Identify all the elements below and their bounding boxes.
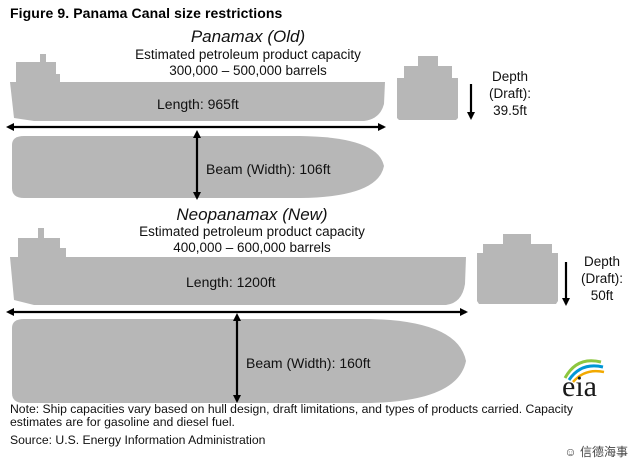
neopanamax-depth-line2: (Draft): bbox=[581, 271, 623, 286]
panamax-superstructure bbox=[16, 54, 56, 82]
panamax-depth-line2: (Draft): bbox=[489, 86, 531, 101]
neopanamax-top-plan bbox=[12, 319, 466, 403]
neopanamax-capacity-line1: Estimated petroleum product capacity bbox=[139, 224, 365, 239]
eia-logo-arc-green bbox=[563, 359, 602, 379]
neopanamax-capacity: Estimated petroleum product capacity 400… bbox=[102, 224, 402, 256]
eia-logo-arc-gold bbox=[572, 369, 605, 383]
panamax-capacity-line2: 300,000 – 500,000 barrels bbox=[169, 63, 327, 78]
neopanamax-front-hull bbox=[477, 253, 558, 304]
neopanamax-depth-label: Depth (Draft): 50ft bbox=[570, 253, 634, 304]
wechat-icon: ☺ bbox=[564, 445, 577, 459]
panamax-depth-label: Depth (Draft): 39.5ft bbox=[478, 68, 542, 119]
footnote: Note: Ship capacities vary based on hull… bbox=[10, 402, 573, 430]
eia-logo-text: eia bbox=[562, 370, 597, 403]
neopanamax-title: Neopanamax (New) bbox=[176, 205, 328, 224]
panamax-beam-label: Beam (Width): 106ft bbox=[206, 161, 331, 177]
panamax-front-bridge bbox=[404, 56, 452, 78]
panamax-front-hull bbox=[397, 78, 458, 120]
panamax-title: Panamax (Old) bbox=[190, 27, 306, 46]
panamax-depth-line3: 39.5ft bbox=[493, 103, 527, 118]
watermark-text: 信德海事 bbox=[579, 445, 628, 459]
neopanamax-superstructure bbox=[18, 228, 60, 257]
neopanamax-front-bridge bbox=[483, 234, 552, 253]
neopanamax-beam-label: Beam (Width): 160ft bbox=[246, 355, 371, 371]
panamax-side-hull bbox=[10, 74, 385, 121]
eia-logo-arc-blue bbox=[567, 364, 604, 381]
figure-title: Figure 9. Panama Canal size restrictions bbox=[10, 5, 283, 21]
neopanamax-depth-line1: Depth bbox=[583, 254, 621, 269]
source-line: Source: U.S. Energy Information Administ… bbox=[10, 433, 266, 447]
neopanamax-capacity-line2: 400,000 – 600,000 barrels bbox=[173, 240, 331, 255]
neopanamax-side-hull bbox=[10, 248, 466, 305]
panamax-depth-line1: Depth bbox=[491, 69, 529, 84]
panamax-length-label: Length: 965ft bbox=[157, 96, 239, 112]
watermark: ☺ 信德海事 bbox=[564, 443, 628, 460]
panamax-capacity-line1: Estimated petroleum product capacity bbox=[135, 47, 361, 62]
eia-logo bbox=[563, 359, 605, 383]
neopanamax-depth-line3: 50ft bbox=[590, 288, 614, 303]
neopanamax-length-label: Length: 1200ft bbox=[186, 274, 276, 290]
panamax-capacity: Estimated petroleum product capacity 300… bbox=[98, 47, 398, 79]
